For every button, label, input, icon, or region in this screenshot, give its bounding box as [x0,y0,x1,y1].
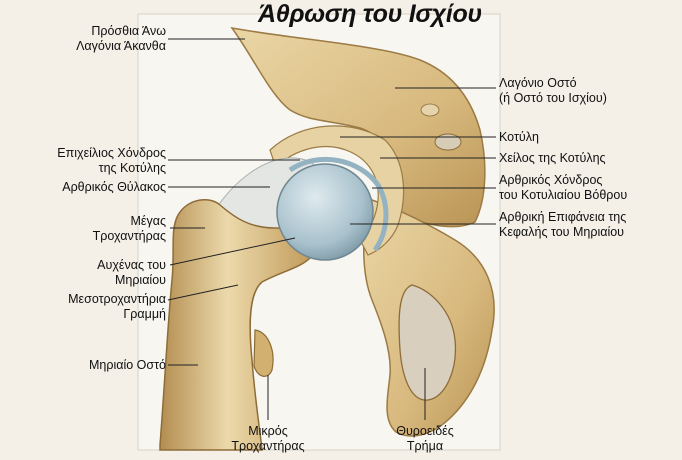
label-head-surface: Αρθρική Επιφάνεια της Κεφαλής του Μηριαί… [499,210,626,240]
label-fossa-cartilage: Αρθρικός Χόνδρος του Κοτυλιαίου Βόθρου [499,173,627,203]
label-head-surface-line2: Κεφαλής του Μηριαίου [499,225,625,239]
label-obturator-foramen-line2: Τρήμα [406,439,444,453]
femoral-head [276,163,374,261]
fossa-cartilage [288,156,389,252]
label-ilium-line2: (ή Οστό του Ισχίου) [499,91,607,105]
label-femoral-neck: Αυχένας του Μηριαίου [6,258,166,288]
label-femoral-neck-line1: Αυχένας του [97,258,166,272]
label-ilium-line1: Λαγόνιο Οστό [499,76,577,90]
label-greater-trochanter-line1: Μέγας [130,214,167,228]
label-asis: Πρόσθια Άνω Λαγόνια Άκανθα [10,24,166,54]
label-intertrochanteric-line: Μεσοτροχαντήρια Γραμμή [6,292,166,322]
label-lesser-trochanter-line2: Τροχαντήρας [231,439,305,453]
label-labrum-line1: Επιχείλιος Χόνδρος [57,146,166,160]
obturator-foramen [398,284,457,401]
label-greater-trochanter: Μέγας Τροχαντήρας [6,214,166,244]
acetabular-rim [269,125,405,256]
label-obturator-foramen-line1: Θυροειδές [396,424,454,438]
femur-bone [159,198,311,451]
label-ilium: Λαγόνιο Οστό (ή Οστό του Ισχίου) [499,76,607,106]
label-asis-line1: Πρόσθια Άνω [91,24,166,38]
label-fossa-cartilage-line1: Αρθρικός Χόνδρος [499,173,603,187]
label-obturator-foramen: Θυροειδές Τρήμα [375,424,475,454]
label-head-surface-line1: Αρθρική Επιφάνεια της [499,210,627,224]
label-greater-trochanter-line2: Τροχαντήρας [92,229,166,243]
label-capsule: Αρθρικός Θύλακος [62,180,166,194]
ilium-foramen [434,133,462,151]
label-lesser-trochanter-line1: Μικρός [248,424,288,438]
label-fossa-cartilage-line2: του Κοτυλιαίου Βόθρου [499,188,628,202]
label-labrum-line2: της Κοτύλης [98,161,166,175]
label-acetabular-rim: Χείλος της Κοτύλης [499,151,606,165]
label-femoral-neck-line2: Μηριαίου [114,273,166,287]
label-lesser-trochanter: Μικρός Τροχαντήρας [218,424,318,454]
label-intertrochanteric-line2: Γραμμή [123,307,166,321]
leader-lines [167,38,496,420]
diagram-title: Άθρωση του Ισχίου [258,0,482,28]
label-asis-line2: Λαγόνια Άκανθα [76,39,166,53]
label-acetabulum: Κοτύλη [499,130,539,144]
label-labrum: Επιχείλιος Χόνδρος της Κοτύλης [6,146,166,176]
label-femur: Μηριαίο Οστό [88,358,166,372]
lesser-trochanter [253,329,274,377]
label-intertrochanteric-line1: Μεσοτροχαντήρια [68,292,166,306]
